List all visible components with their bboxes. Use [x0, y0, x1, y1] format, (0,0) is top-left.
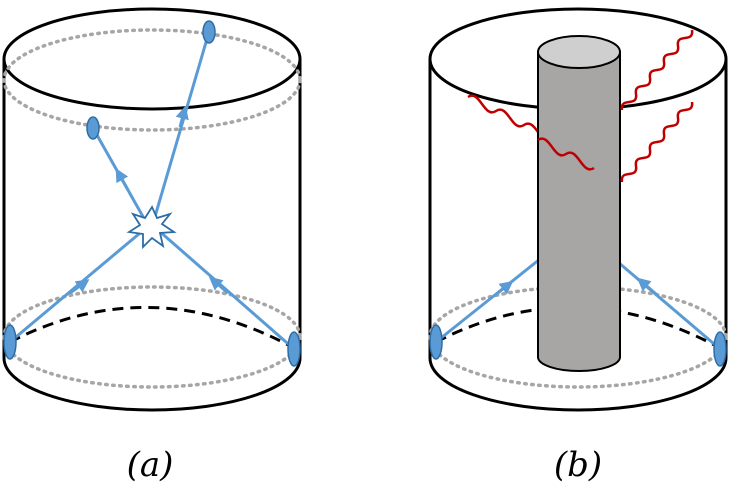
arrow-a-1b [69, 279, 90, 295]
hit-marker-a-long [202, 20, 216, 44]
hit-marker-b-right [713, 331, 727, 367]
hit-marker-a-left [3, 324, 17, 360]
detector-ring-a-upper [2, 28, 302, 132]
detector-ring-a-lower [2, 285, 302, 389]
central-rod-top [537, 35, 621, 69]
hit-marker-a-short [86, 116, 100, 140]
track-a-incoming-left [9, 226, 147, 344]
panel-a-caption: (a) [127, 445, 174, 485]
panel-a: (a) [2, 7, 302, 485]
hit-marker-a-right [287, 331, 301, 367]
track-b-incoming-left [435, 253, 546, 344]
photon-b-lower-right [620, 101, 694, 183]
track-b-incoming-right [611, 255, 721, 351]
cylinder-a-bottom-arc [2, 357, 302, 412]
cylinder-a-back-arc [9, 306, 295, 350]
cylinder-a-top [2, 7, 302, 111]
arrow-a-3 [115, 168, 130, 191]
collision-burst-icon [126, 205, 177, 250]
hit-marker-b-left [429, 324, 443, 360]
arrow-b-1 [493, 280, 514, 298]
photon-b-front-left [537, 137, 595, 171]
central-rod-body-cover [539, 52, 619, 357]
cylinder-b-bottom-arc [428, 357, 728, 412]
photon-b-upper-right [620, 29, 694, 111]
panel-b-caption: (b) [554, 445, 602, 485]
arrow-a-2 [208, 276, 229, 295]
panel-b: (b) [428, 7, 728, 485]
arrow-b-2 [636, 277, 657, 296]
arrow-a-4 [175, 105, 189, 128]
